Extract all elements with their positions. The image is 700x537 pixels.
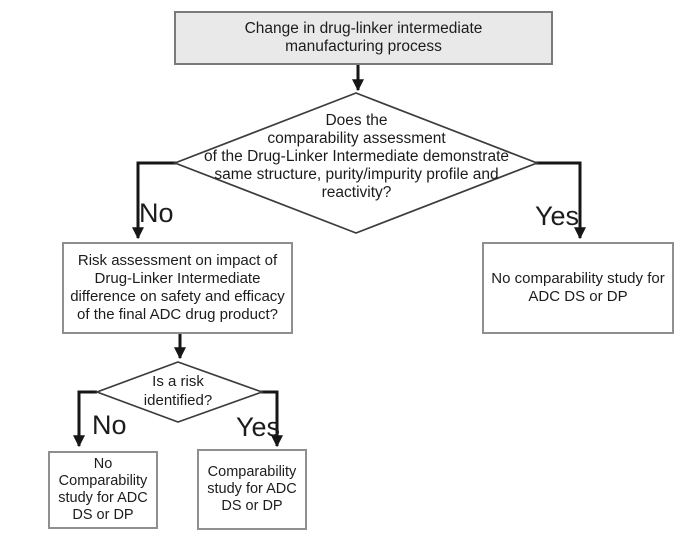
edge-label-comparability-no: No bbox=[139, 198, 174, 228]
decision-diamond-risk bbox=[94, 361, 265, 423]
node-comparability-study: Comparability study for ADC DS or DP bbox=[197, 449, 307, 530]
edge-risk-no bbox=[73, 390, 97, 448]
node-risk-assessment: Risk assessment on impact of Drug-Linker… bbox=[62, 242, 293, 334]
node-start: Change in drug-linker intermediate manuf… bbox=[174, 11, 553, 65]
node-no-comparability-study-small: No Comparability study for ADC DS or DP bbox=[48, 451, 158, 529]
node-no-comparability-study: No comparability study for ADC DS or DP bbox=[482, 242, 674, 334]
edge-label-comparability-yes: Yes bbox=[535, 201, 580, 231]
edge-comparability-yes bbox=[535, 161, 586, 240]
edge-label-risk-yes: Yes bbox=[236, 412, 281, 442]
node-comparability-decision-label: Does the comparability assessment of the… bbox=[204, 112, 509, 201]
edge-label-risk-no: No bbox=[92, 410, 127, 440]
edge-comparability-no bbox=[132, 161, 177, 240]
decision-diamond-comparability bbox=[172, 92, 540, 234]
edge-risk-yes bbox=[261, 390, 283, 448]
node-risk-decision-label: Is a risk identified? bbox=[143, 373, 213, 409]
